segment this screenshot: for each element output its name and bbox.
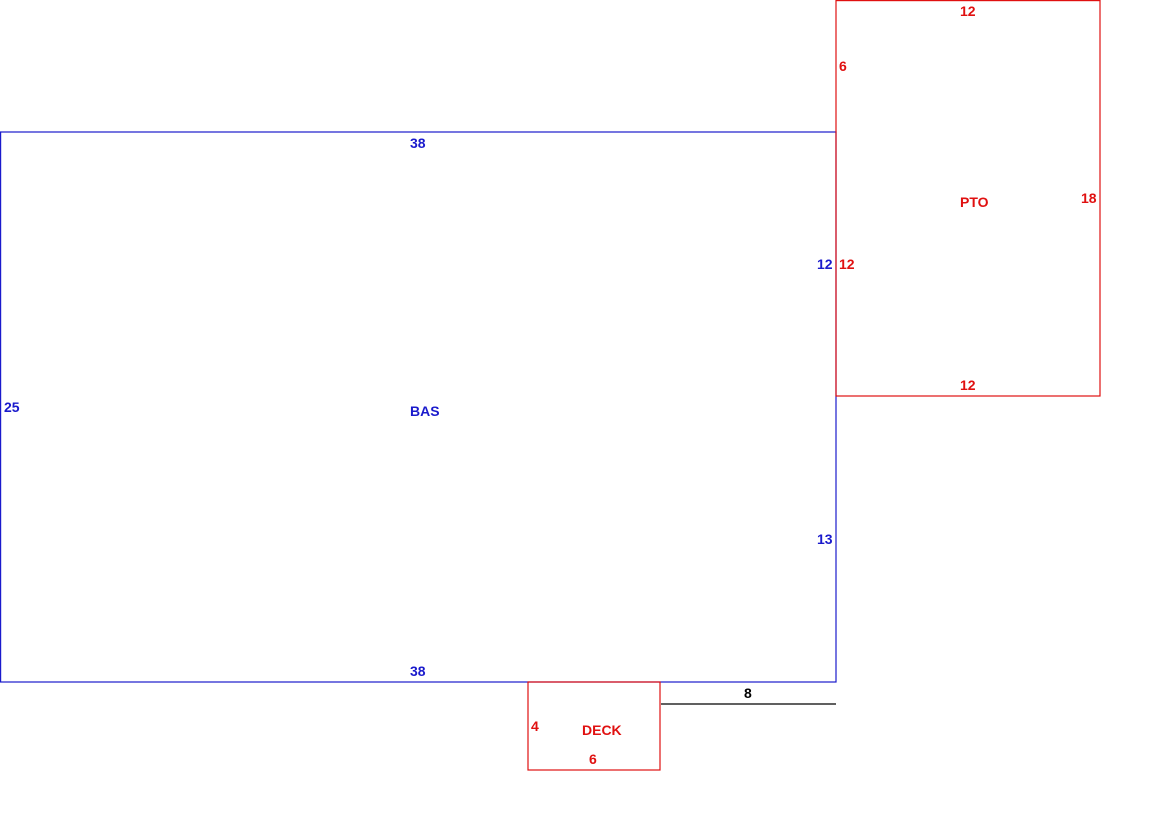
deck-outline bbox=[527, 681, 661, 771]
bas-right-lower-dimension: 13 bbox=[817, 531, 833, 547]
pto-left-upper-dimension: 6 bbox=[839, 58, 847, 74]
pto-label: PTO bbox=[960, 194, 989, 210]
pto-bottom-dimension: 12 bbox=[960, 377, 976, 393]
bas-right-upper-dimension: 12 bbox=[817, 256, 833, 272]
pto-right-dimension: 18 bbox=[1081, 190, 1097, 206]
bas-top-dimension: 38 bbox=[410, 135, 426, 151]
deck-bottom-dimension: 6 bbox=[589, 751, 597, 767]
bas-outline bbox=[0, 131, 837, 683]
deck-offset-dimension: 8 bbox=[744, 685, 752, 701]
deck-label: DECK bbox=[582, 722, 622, 738]
bas-bottom-dimension: 38 bbox=[410, 663, 426, 679]
pto-top-dimension: 12 bbox=[960, 3, 976, 19]
deck-left-dimension: 4 bbox=[531, 718, 539, 734]
pto-left-lower-dimension: 12 bbox=[839, 256, 855, 272]
bas-label: BAS bbox=[410, 403, 440, 419]
bas-left-dimension: 25 bbox=[4, 399, 20, 415]
pto-outline bbox=[835, 0, 1101, 397]
